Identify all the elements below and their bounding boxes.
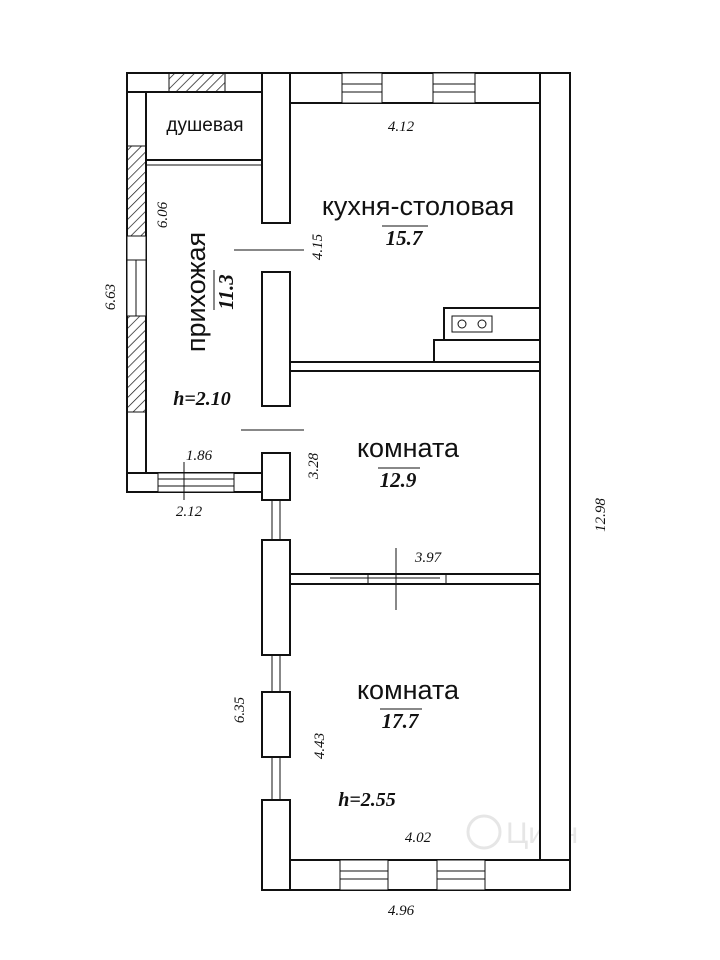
main-west-wall-6 (261, 799, 291, 891)
dim-annex-outer-width: 2.12 (176, 504, 203, 520)
dim-kitchen-length: 4.15 (310, 233, 326, 260)
annex-height: h=2.10 (173, 388, 231, 410)
main-west-wall-4 (261, 539, 291, 656)
dim-room2-length: 4.43 (312, 733, 328, 759)
dim-room2-width: 4.02 (405, 830, 432, 846)
main-walls (261, 72, 571, 891)
main-west-wall-1 (261, 72, 291, 224)
main-west-wall-3 (261, 452, 291, 501)
hall-area: 11.3 (214, 274, 238, 310)
dim-hall-length: 6.06 (155, 201, 171, 228)
dim-room1-length: 3.28 (306, 452, 322, 480)
dim-main-outer-width: 4.96 (388, 903, 415, 919)
room2-area: 17.7 (382, 709, 420, 733)
annex-west-window-lower (126, 315, 147, 413)
room2-label: комната (357, 675, 460, 705)
main-west-wall-5 (261, 691, 291, 758)
room1-area: 12.9 (380, 468, 417, 492)
annex-north-window (168, 72, 226, 93)
dim-annex-outer-length: 6.63 (103, 284, 119, 310)
south-window-right (436, 859, 486, 891)
stove-icon (433, 307, 541, 363)
dim-main-outer-length: 12.98 (593, 498, 609, 532)
room1-label: комната (357, 433, 460, 463)
dimension-lines (183, 249, 440, 610)
main-west-wall-2 (261, 271, 291, 407)
dim-kitchen-width: 4.12 (388, 119, 415, 135)
kitchen-area: 15.7 (386, 226, 424, 250)
hall-label: прихожая (181, 232, 211, 352)
shower-label: душевая (166, 115, 243, 136)
north-window-left (341, 72, 383, 104)
main-east-wall (539, 72, 571, 891)
dim-room1-width: 3.97 (414, 550, 443, 566)
annex-west-opening-a (126, 235, 147, 261)
dim-room2-length-outer: 6.35 (232, 696, 248, 723)
main-height: h=2.55 (338, 789, 396, 811)
main-north-wall (261, 72, 571, 104)
annex-south-window (157, 472, 235, 493)
main-south-wall (261, 859, 571, 891)
dim-hall-width: 1.86 (186, 448, 213, 464)
annex-west-window-upper (126, 145, 147, 237)
south-window-left (339, 859, 389, 891)
kitchen-label: кухня-столовая (322, 191, 514, 221)
north-window-right (432, 72, 476, 104)
